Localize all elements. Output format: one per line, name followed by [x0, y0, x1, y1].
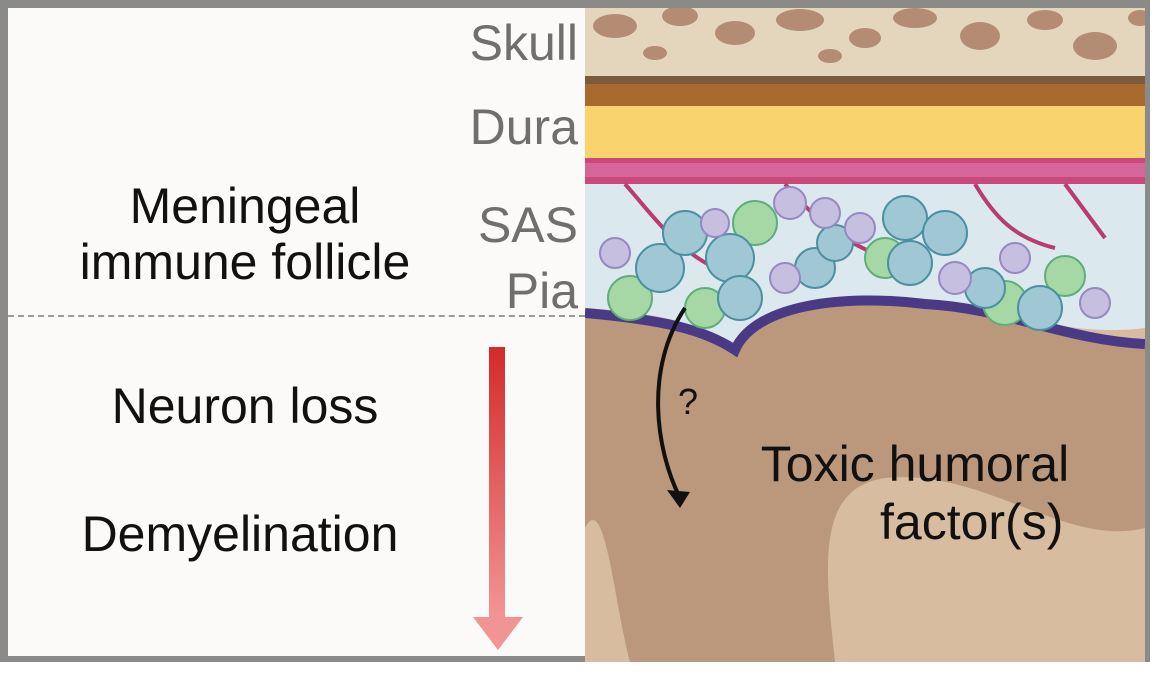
label-dura: Dura [469, 99, 578, 155]
severity-arrow [473, 347, 523, 650]
left-panel [8, 8, 585, 656]
label-skull: Skull [469, 15, 578, 71]
demyelination-label: Demyelination [81, 506, 399, 562]
factor-line2: factor(s) [880, 494, 1064, 550]
neuron-loss-label: Neuron loss [111, 378, 379, 434]
label-sas: SAS [477, 197, 578, 253]
label-pia: Pia [505, 263, 578, 319]
divider-dashed [8, 315, 585, 317]
question-mark: ? [677, 381, 699, 422]
skull-layer [585, 8, 1145, 83]
immune-cells [599, 186, 1111, 331]
factor-line1: Toxic humoral [760, 436, 1070, 492]
follicle-line1: Meningeal [129, 178, 361, 234]
follicle-line2: immune follicle [79, 234, 411, 290]
meninges-illustration [585, 8, 1145, 662]
